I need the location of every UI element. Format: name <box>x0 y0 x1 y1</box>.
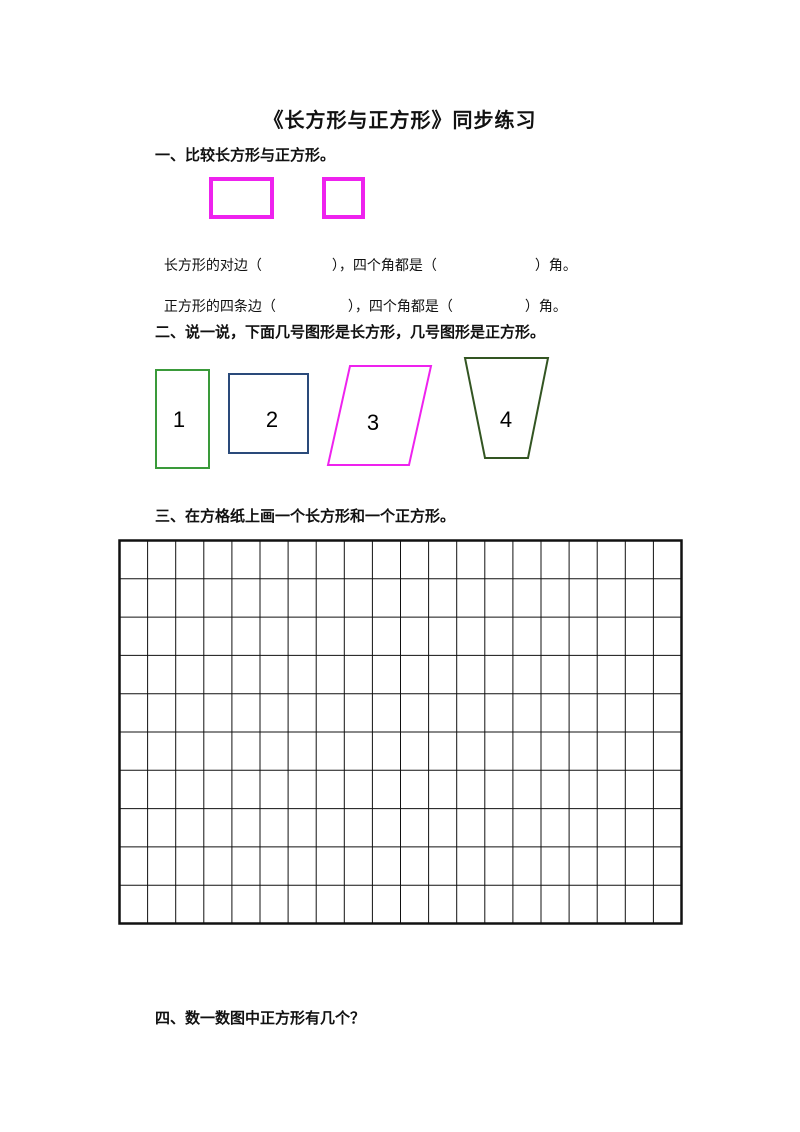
sentence2-suffix: ）角。 <box>524 299 567 315</box>
shape-4-label: 4 <box>500 407 512 432</box>
rectangle-example <box>209 177 274 219</box>
sentence1-middle: ），四个角都是（ <box>331 258 437 274</box>
page-title: 《长方形与正方形》同步练习 <box>263 108 537 132</box>
section2-heading: 二、说一说，下面几号图形是长方形，几号图形是正方形。 <box>155 323 546 341</box>
shape-2-label: 2 <box>266 407 278 432</box>
section4-heading: 四、数一数图中正方形有几个？ <box>155 1009 366 1027</box>
sentence1-suffix: ）角。 <box>534 258 577 274</box>
shape-4-trapezoid <box>463 357 550 459</box>
sentence2-prefix: 正方形的四条边（ <box>163 299 276 315</box>
sentence2-middle: ），四个角都是（ <box>347 299 453 315</box>
shapes-figure: 1 2 3 4 <box>155 357 550 469</box>
shape-3-label: 3 <box>367 410 379 435</box>
grid-paper[interactable] <box>118 539 683 925</box>
shape-3-parallelogram <box>326 365 433 466</box>
section3-heading: 三、在方格纸上画一个长方形和一个正方形。 <box>155 507 456 525</box>
sentence1-prefix: 长方形的对边（ <box>163 258 262 274</box>
sentence-rectangle: 长方形的对边（ ），四个角都是（ ）角。 <box>155 239 577 275</box>
shape-1-rectangle <box>155 369 210 469</box>
square-example <box>322 177 365 219</box>
shape-2-square <box>228 373 309 454</box>
sentence-square: 正方形的四条边（ ），四个角都是（ ）角。 <box>155 280 567 316</box>
section1-heading: 一、比较长方形与正方形。 <box>155 146 336 164</box>
shape-1-label: 1 <box>173 407 185 432</box>
grid-border <box>118 539 683 925</box>
